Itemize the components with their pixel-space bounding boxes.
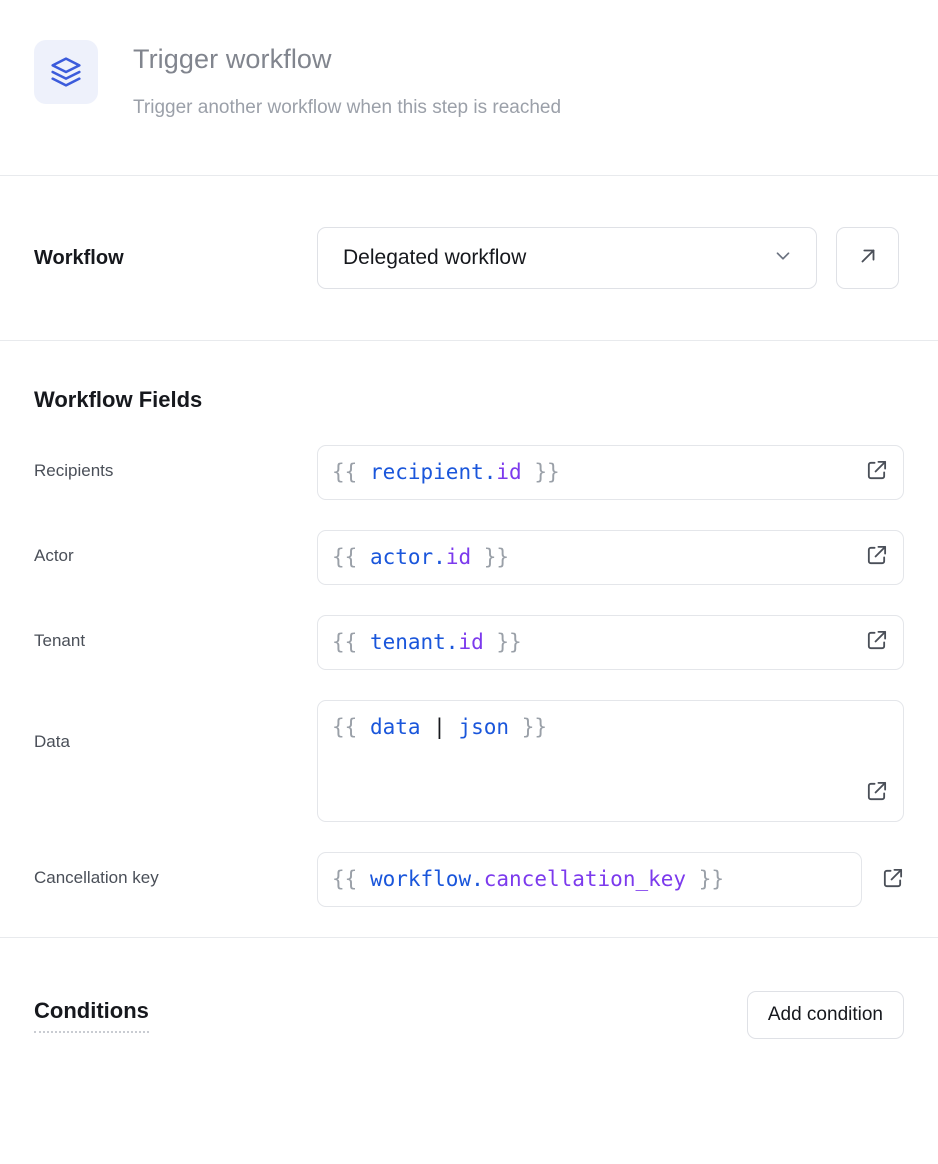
add-condition-button[interactable]: Add condition — [746, 991, 904, 1039]
template-input[interactable]: {{ actor.id }} — [317, 530, 904, 585]
template-code: {{ data | json }} — [332, 715, 547, 739]
external-link-icon[interactable] — [862, 852, 904, 890]
field-label: Data — [34, 732, 70, 751]
field-label: Recipients — [34, 461, 114, 480]
template-input[interactable]: {{ recipient.id }} — [317, 445, 904, 500]
field-label: Actor — [34, 546, 74, 565]
page-title: Trigger workflow — [133, 44, 332, 74]
field-row: Cancellation key {{ workflow.cancellation… — [34, 852, 904, 907]
page-subtitle: Trigger another workflow when this step … — [133, 97, 562, 118]
external-link-icon[interactable] — [865, 780, 888, 808]
workflow-select[interactable]: Delegated workflow — [317, 227, 817, 289]
field-label: Tenant — [34, 631, 86, 650]
template-code: {{ workflow.cancellation_key }} — [332, 867, 724, 891]
template-code: {{ tenant.id }} — [332, 630, 522, 654]
chevron-down-icon — [772, 245, 794, 272]
workflow-fields-heading: Workflow Fields — [34, 387, 203, 412]
header-text-block: Trigger workflow Trigger another workflo… — [133, 40, 561, 121]
external-link-icon[interactable] — [865, 629, 888, 657]
divider-fields — [0, 937, 938, 938]
external-link-icon[interactable] — [865, 459, 888, 487]
arrow-up-right-icon — [857, 245, 879, 272]
template-input[interactable]: {{ tenant.id }} — [317, 615, 904, 670]
field-row: Tenant {{ tenant.id }} — [34, 615, 904, 670]
field-label: Cancellation key — [34, 868, 159, 887]
conditions-section: Conditions Add condition — [0, 938, 938, 1092]
divider-header — [0, 175, 938, 176]
template-code: {{ recipient.id }} — [332, 460, 560, 484]
external-link-icon[interactable] — [865, 544, 888, 572]
field-row: Actor {{ actor.id }} — [34, 530, 904, 585]
workflow-fields-section: Workflow Fields Recipients {{ recipient.i… — [0, 341, 938, 907]
workflow-row: Workflow Delegated workflow — [0, 176, 938, 340]
layers-icon — [34, 40, 98, 104]
template-code: {{ actor.id }} — [332, 545, 510, 569]
step-header: Trigger workflow Trigger another workflo… — [0, 0, 938, 175]
open-workflow-button[interactable] — [836, 227, 899, 289]
field-row: Recipients {{ recipient.id }} — [34, 445, 904, 500]
field-rows: Recipients {{ recipient.id }} Actor {{ act… — [34, 445, 904, 907]
field-row: Data {{ data | json }} — [34, 700, 904, 822]
template-input[interactable]: {{ workflow.cancellation_key }} — [317, 852, 862, 907]
template-input[interactable]: {{ data | json }} — [317, 700, 904, 822]
conditions-title: Conditions — [34, 998, 149, 1033]
divider-workflow — [0, 340, 938, 341]
workflow-select-value: Delegated workflow — [343, 246, 527, 269]
workflow-label: Workflow — [34, 246, 124, 269]
